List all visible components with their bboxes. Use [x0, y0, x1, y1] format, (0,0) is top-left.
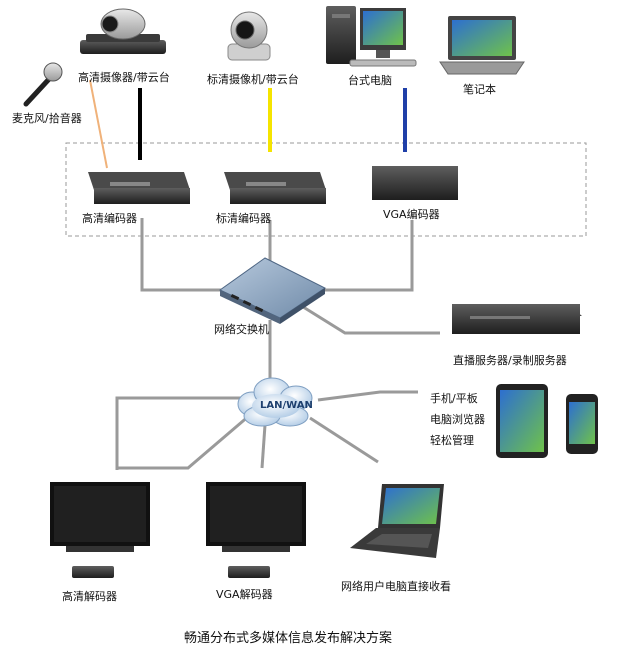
sd-encoder-label: 标清编码器	[216, 212, 271, 225]
switch-label: 网络交换机	[214, 323, 269, 336]
vga-encoder-device	[372, 166, 458, 200]
tablet-icon	[496, 384, 548, 458]
laptop-label: 笔记本	[463, 83, 496, 96]
sd-camera-icon	[227, 11, 271, 61]
diagram-title: 畅通分布式多媒体信息发布解决方案	[184, 631, 393, 646]
phone-icon	[566, 394, 598, 454]
laptop-icon	[439, 16, 525, 75]
cloud-label: LAN/WAN	[260, 400, 313, 411]
hd-decoder-label: 高清解码器	[62, 590, 117, 603]
hd-encoder-device	[88, 172, 190, 204]
netbook-label: 网络用户电脑直接收看	[341, 580, 451, 593]
hd-decoder-device	[72, 566, 114, 578]
desktop-pc-label: 台式电脑	[348, 74, 392, 87]
vga-decoder-device	[228, 566, 270, 578]
mobile-label-2: 电脑浏览器	[430, 413, 485, 426]
server-label: 直播服务器/录制服务器	[453, 354, 567, 367]
microphone-icon	[23, 62, 63, 107]
mobile-label-1: 手机/平板	[430, 392, 478, 405]
netbook-icon	[350, 484, 444, 558]
hd-encoder-label: 高清编码器	[82, 212, 137, 225]
vga-encoder-label: VGA编码器	[383, 208, 440, 221]
sd-camera-label: 标清摄像机/带云台	[207, 73, 299, 86]
vga-decoder-label: VGA解码器	[216, 588, 273, 601]
network-links	[115, 218, 440, 470]
hd-monitor-display	[50, 482, 150, 552]
mobile-label-3: 轻松管理	[430, 434, 474, 447]
sd-encoder-device	[224, 172, 326, 204]
hd-camera-label: 高清摄像器/带云台	[78, 71, 170, 84]
server-device	[452, 304, 582, 334]
vga-monitor-display	[206, 482, 306, 552]
audio-link	[89, 79, 108, 169]
lan-wan-cloud: LAN/WAN	[237, 377, 313, 427]
network-switch-device	[219, 257, 326, 324]
microphone-label: 麦克风/拾音器	[12, 112, 82, 125]
desktop-pc-icon	[326, 6, 417, 67]
hd-camera-icon	[80, 8, 166, 54]
encoder-group-frame	[65, 142, 587, 237]
